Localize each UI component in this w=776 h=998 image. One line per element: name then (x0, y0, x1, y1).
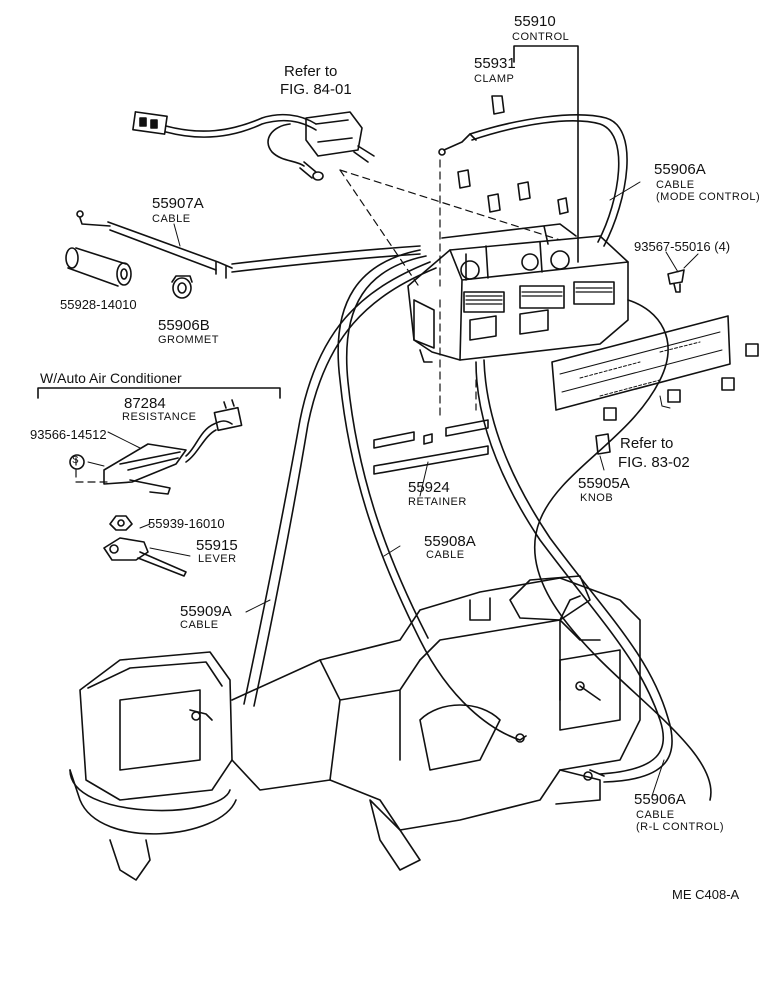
grommet (171, 275, 193, 299)
label-refer-to-b: Refer to (620, 435, 674, 452)
auto-ac-bracket (37, 387, 281, 399)
heater-unit (69, 575, 641, 881)
label-55939-16010: 55939-16010 (148, 516, 225, 531)
label-clamp: CLAMP (474, 73, 515, 85)
long-cables (243, 249, 712, 801)
control-panel (551, 315, 759, 471)
lever (103, 537, 191, 577)
label-mode-control: (MODE CONTROL) (656, 191, 761, 203)
label-fig-84-01: FIG. 84-01 (280, 81, 352, 98)
label-55908a: 55908A (424, 533, 476, 550)
label-control: CONTROL (512, 31, 570, 43)
label-cable-55909a: CABLE (180, 619, 219, 631)
label-55924: 55924 (408, 479, 450, 496)
label-55906a-rl: 55906A (634, 791, 686, 808)
cable-55907a (76, 210, 421, 279)
label-55906b: 55906B (158, 317, 210, 334)
label-93566-14512: 93566-14512 (30, 427, 107, 442)
label-auto-air-conditioner: W/Auto Air Conditioner (40, 370, 182, 386)
label-resistance: RESISTANCE (122, 411, 197, 423)
clamps (457, 95, 569, 215)
label-fig-83-02: FIG. 83-02 (618, 454, 690, 471)
retainer (373, 419, 489, 475)
label-55915: 55915 (196, 537, 238, 554)
label-refer-to-a: Refer to (284, 63, 338, 80)
label-93567-55016: 93567-55016 (4) (634, 239, 731, 254)
label-diagram-code: ME C408-A (672, 887, 740, 902)
label-cable-55908a: CABLE (426, 549, 465, 561)
label-cable-mode: CABLE (656, 179, 695, 191)
label-55931: 55931 (474, 55, 516, 72)
label-knob: KNOB (580, 492, 614, 504)
label-lever: LEVER (198, 553, 237, 565)
label-55909a: 55909A (180, 603, 232, 620)
resistance-assembly (69, 399, 243, 495)
cable-mode-control (438, 114, 628, 247)
label-55910: 55910 (514, 13, 556, 30)
label-rl-control: (R-L CONTROL) (636, 821, 724, 833)
control-bracket (513, 45, 579, 263)
label-55905a: 55905A (578, 475, 630, 492)
label-55906a-mode: 55906A (654, 161, 706, 178)
label-55907a: 55907A (152, 195, 204, 212)
tube-55928 (65, 247, 132, 287)
wire-harness (132, 111, 375, 181)
label-87284: 87284 (124, 395, 166, 412)
heater-control-assembly (407, 223, 629, 363)
label-cable-rl: CABLE (636, 809, 675, 821)
label-cable-55907a: CABLE (152, 213, 191, 225)
screw (667, 253, 699, 293)
label-retainer: RETAINER (408, 496, 467, 508)
label-55928-14010: 55928-14010 (60, 297, 137, 312)
label-s-mark: S (72, 455, 79, 466)
nut (109, 515, 133, 531)
label-leaders (107, 181, 679, 797)
label-grommet: GROMMET (158, 334, 219, 346)
